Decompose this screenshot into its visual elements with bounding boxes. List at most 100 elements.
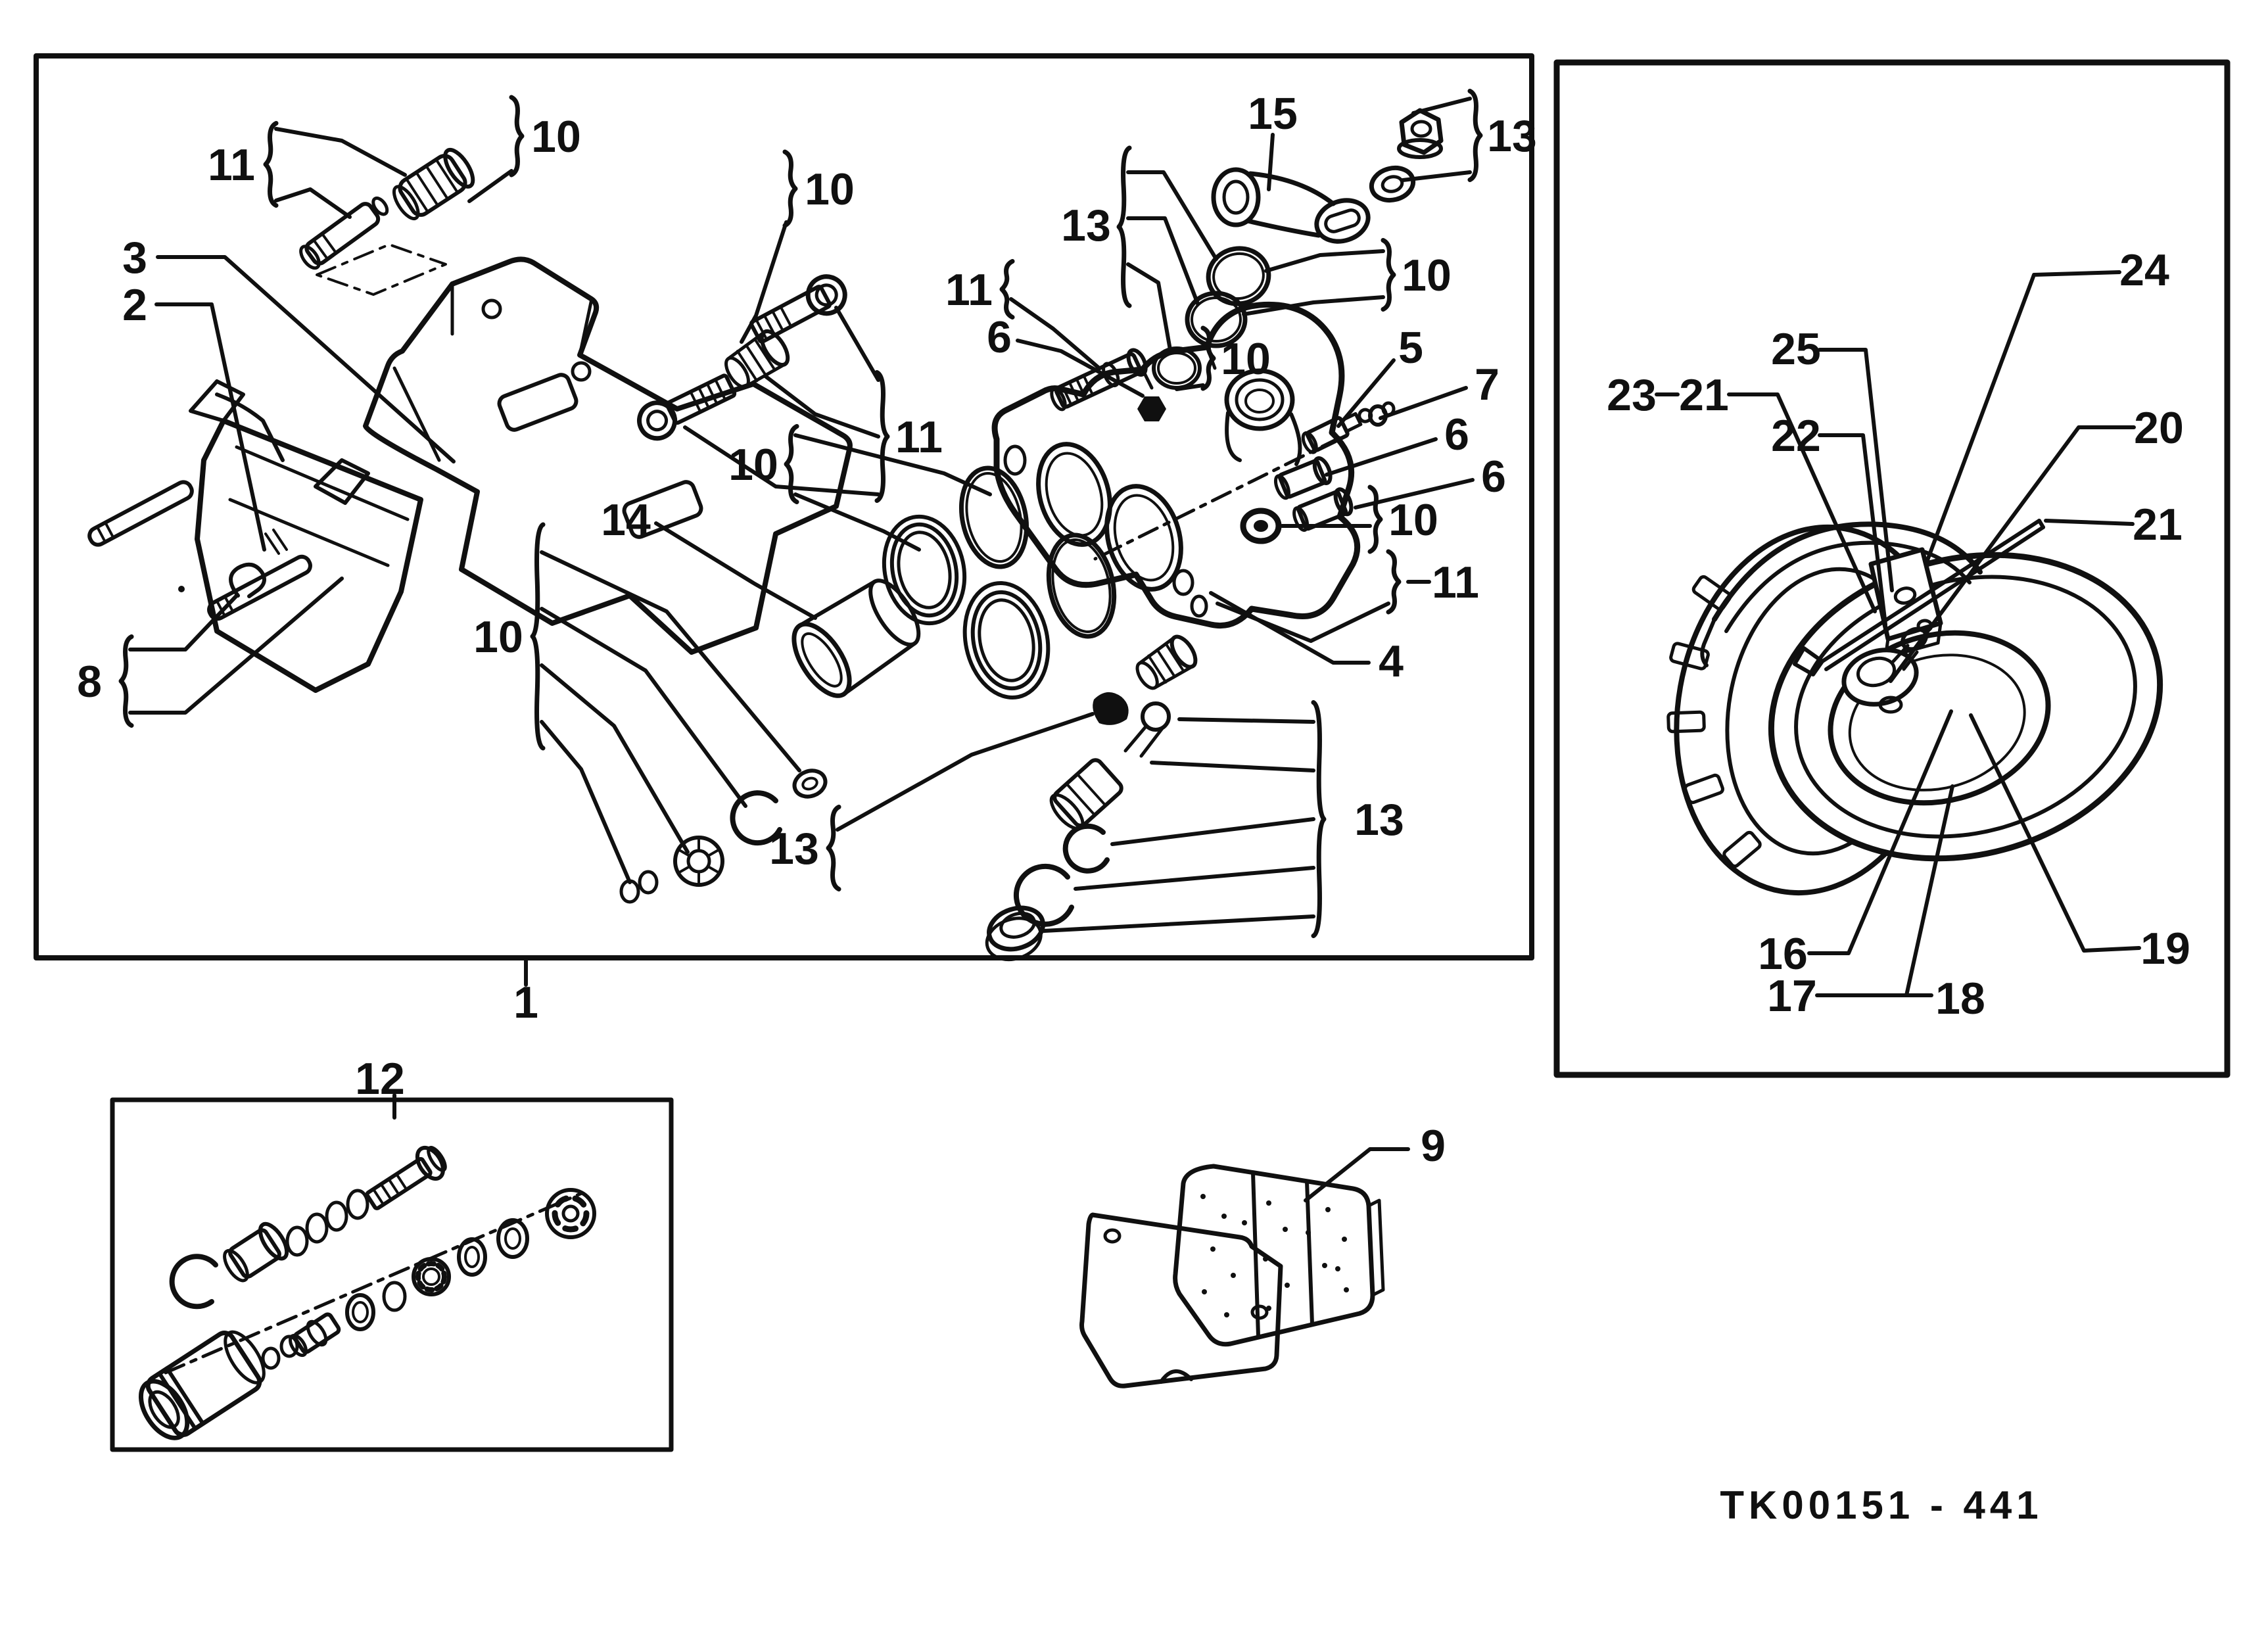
part-number-label: 9 bbox=[1421, 1121, 1446, 1171]
leader-line bbox=[1379, 386, 1468, 420]
group-brace bbox=[874, 370, 890, 503]
callout-6-14: 6 bbox=[1325, 410, 1469, 477]
part-number-label: 21 bbox=[1679, 370, 1729, 420]
part-number-label: 11 bbox=[895, 412, 943, 462]
callout-22-33: 22 bbox=[1771, 411, 1887, 627]
callout-10-22: 10 bbox=[473, 522, 801, 884]
callout-10-16: 10 bbox=[1280, 485, 1438, 554]
snap-ring-large-drawing bbox=[1013, 863, 1074, 927]
part-number-label: 13 bbox=[769, 824, 819, 874]
part-number-label: 16 bbox=[1758, 929, 1808, 979]
leader-line bbox=[1016, 339, 1145, 398]
group-brace bbox=[1381, 238, 1396, 312]
mount-bolts-drawing bbox=[637, 274, 847, 441]
leader-line bbox=[156, 255, 456, 463]
retainer-pins-drawing bbox=[87, 480, 312, 621]
kit-bolt-drawing bbox=[365, 1145, 447, 1210]
callout-10-1: 10 bbox=[467, 95, 581, 203]
leader-line bbox=[1126, 216, 1200, 306]
callout-1-26: 1 bbox=[513, 958, 538, 1028]
part-number-label: 2 bbox=[122, 280, 147, 330]
callout-14-20: 14 bbox=[601, 495, 817, 620]
leader-line bbox=[1727, 392, 1877, 613]
part-number-label: 18 bbox=[1935, 974, 1985, 1024]
leader-line bbox=[836, 712, 1095, 832]
part-number-label: 7 bbox=[1475, 360, 1500, 410]
part-number-label: 10 bbox=[531, 112, 581, 162]
leader-line bbox=[1889, 425, 2136, 683]
leader-line bbox=[1264, 249, 1385, 273]
leader-line bbox=[1818, 433, 1887, 627]
part-number-label: 15 bbox=[1248, 89, 1298, 139]
leader-line bbox=[1209, 591, 1371, 665]
part-number-label: 6 bbox=[1481, 452, 1506, 502]
leader-line bbox=[540, 663, 690, 854]
leader-line bbox=[467, 169, 513, 203]
snap-ring-small-drawing bbox=[1062, 823, 1110, 874]
callout-10-10: 10 bbox=[1242, 238, 1452, 316]
brake-band-drawing bbox=[1712, 521, 1983, 622]
callout-16-36: 16 bbox=[1758, 709, 1953, 979]
star-washer-drawing bbox=[673, 836, 724, 887]
callout-25-30: 25 bbox=[1771, 324, 1894, 592]
part-number-label: 10 bbox=[1221, 334, 1271, 384]
callout-21-32: 21 bbox=[1679, 370, 1877, 613]
rubber-cap-drawing bbox=[1093, 692, 1129, 725]
group-brace bbox=[263, 121, 279, 208]
leader-line bbox=[1042, 914, 1315, 933]
bore-seal-drawing bbox=[1240, 508, 1282, 544]
cotter-pin-drawing bbox=[229, 562, 266, 598]
callout-13-9: 13 bbox=[1061, 145, 1218, 352]
flange-nut-drawing bbox=[1397, 108, 1444, 159]
callout-10-2: 10 bbox=[740, 149, 855, 344]
part-number-label: 3 bbox=[122, 233, 147, 283]
callout-15-7: 15 bbox=[1248, 89, 1298, 191]
callout-13-8: 13 bbox=[1401, 89, 1537, 182]
leader-line bbox=[1009, 297, 1101, 370]
group-brace bbox=[1386, 549, 1402, 615]
leader-line bbox=[1818, 348, 1894, 592]
callout-2-4: 2 bbox=[122, 280, 266, 552]
leader-line bbox=[763, 374, 880, 438]
part-number-label: 10 bbox=[1402, 250, 1452, 300]
cup-drawing bbox=[985, 905, 1046, 962]
leader-line bbox=[1074, 866, 1315, 891]
callout-13-25: 13 bbox=[1042, 700, 1404, 938]
group-brace bbox=[509, 95, 525, 178]
group-brace bbox=[1200, 325, 1216, 391]
leader-line bbox=[1126, 262, 1172, 352]
main-assembly-box bbox=[34, 53, 1534, 960]
kit-toothed-ring-drawing bbox=[412, 1257, 451, 1296]
callout-6-6: 6 bbox=[987, 312, 1145, 398]
part-number-label: 10 bbox=[728, 440, 778, 490]
leader-line bbox=[1267, 133, 1275, 191]
guide-pin-boot-drawing bbox=[392, 147, 475, 221]
part-number-label: 1 bbox=[513, 978, 538, 1028]
repair-kit-box bbox=[110, 1097, 674, 1452]
part-number-label: 12 bbox=[355, 1054, 405, 1104]
part-number-label: 25 bbox=[1771, 324, 1821, 374]
anchor-plate-drawing bbox=[189, 379, 423, 693]
callout-11-0: 11 bbox=[208, 121, 407, 219]
adjuster-rod-drawing bbox=[1793, 519, 2045, 676]
callout-18-38: 18 bbox=[1904, 784, 1985, 1024]
part-number-label: 17 bbox=[1767, 971, 1817, 1021]
leader-line bbox=[683, 425, 880, 496]
part-number-label: 8 bbox=[77, 657, 102, 707]
callout-4-18: 4 bbox=[1209, 591, 1404, 686]
leader-line bbox=[1325, 437, 1438, 477]
group-brace bbox=[784, 424, 799, 504]
group-brace bbox=[999, 259, 1015, 320]
callout-9-28: 9 bbox=[1304, 1121, 1446, 1202]
valve-assembly-drawing bbox=[985, 634, 1198, 962]
leader-line bbox=[128, 594, 239, 651]
c-clip-drawing bbox=[730, 790, 782, 846]
leader-line bbox=[834, 306, 880, 382]
leader-line bbox=[1411, 97, 1472, 115]
leader-line bbox=[1925, 270, 2121, 562]
leader-line bbox=[1175, 383, 1205, 391]
part-number-label: 4 bbox=[1379, 636, 1404, 686]
part-number-label: 6 bbox=[987, 312, 1012, 362]
